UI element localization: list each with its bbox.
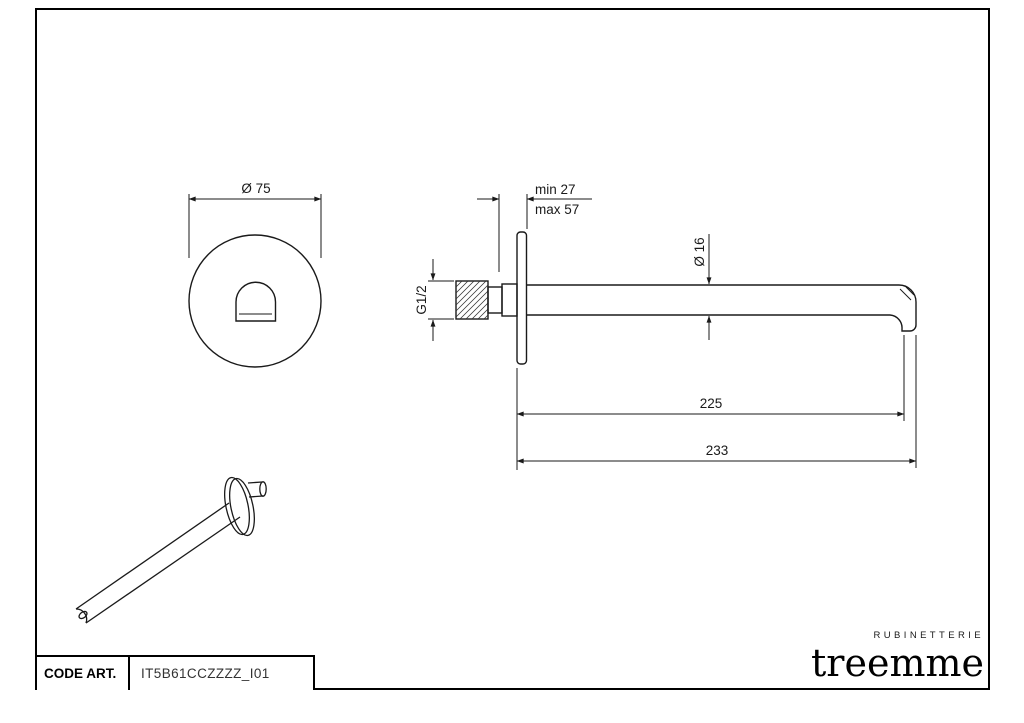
plate-outline — [188, 234, 322, 368]
code-art-label: CODE ART. — [37, 657, 130, 690]
dimension-thread — [428, 259, 454, 341]
spout-tube — [526, 284, 917, 332]
brand-tagline: RUBINETTERIE — [873, 630, 984, 641]
dimension-total-length-label: 233 — [706, 443, 729, 458]
side-view: min 27 max 57 G1/2 Ø 16 225 — [414, 182, 917, 470]
dimension-spout-diameter-label: Ø 16 — [692, 237, 707, 266]
dimension-spout-length-label: 225 — [700, 396, 723, 411]
iso-spout-tube — [75, 502, 241, 624]
thread-collar — [487, 286, 503, 314]
dimension-depth — [477, 194, 592, 272]
dimension-total-length — [516, 335, 917, 468]
wall-plate-side — [516, 231, 528, 365]
plate-hub — [501, 283, 518, 317]
isometric-view — [75, 476, 267, 624]
spout-bend-shading — [899, 286, 915, 301]
title-block: CODE ART. IT5B61CCZZZZ_I01 — [37, 655, 315, 690]
iso-plate-face — [224, 476, 250, 536]
drawing-border-frame — [35, 8, 990, 690]
dimension-depth-max-label: max 57 — [535, 202, 579, 217]
spout-opening-arch — [235, 281, 277, 322]
iso-thread-stub — [247, 481, 267, 498]
iso-outlet-opening — [78, 610, 88, 620]
brand-name: treemme — [811, 640, 984, 685]
dimension-depth-min-label: min 27 — [535, 182, 576, 197]
iso-plate-back-edge — [229, 477, 255, 537]
brand-logo: RUBINETTERIE treemme — [811, 631, 984, 682]
front-view: Ø 75 — [188, 181, 322, 368]
code-art-value: IT5B61CCZZZZ_I01 — [141, 666, 270, 681]
thread-hatching — [455, 280, 489, 320]
dimension-plate-diameter-label: Ø 75 — [241, 181, 270, 196]
dimension-thread-label: G1/2 — [414, 285, 429, 314]
dimension-spout-length — [516, 335, 905, 470]
dimension-plate-diameter — [188, 194, 322, 258]
